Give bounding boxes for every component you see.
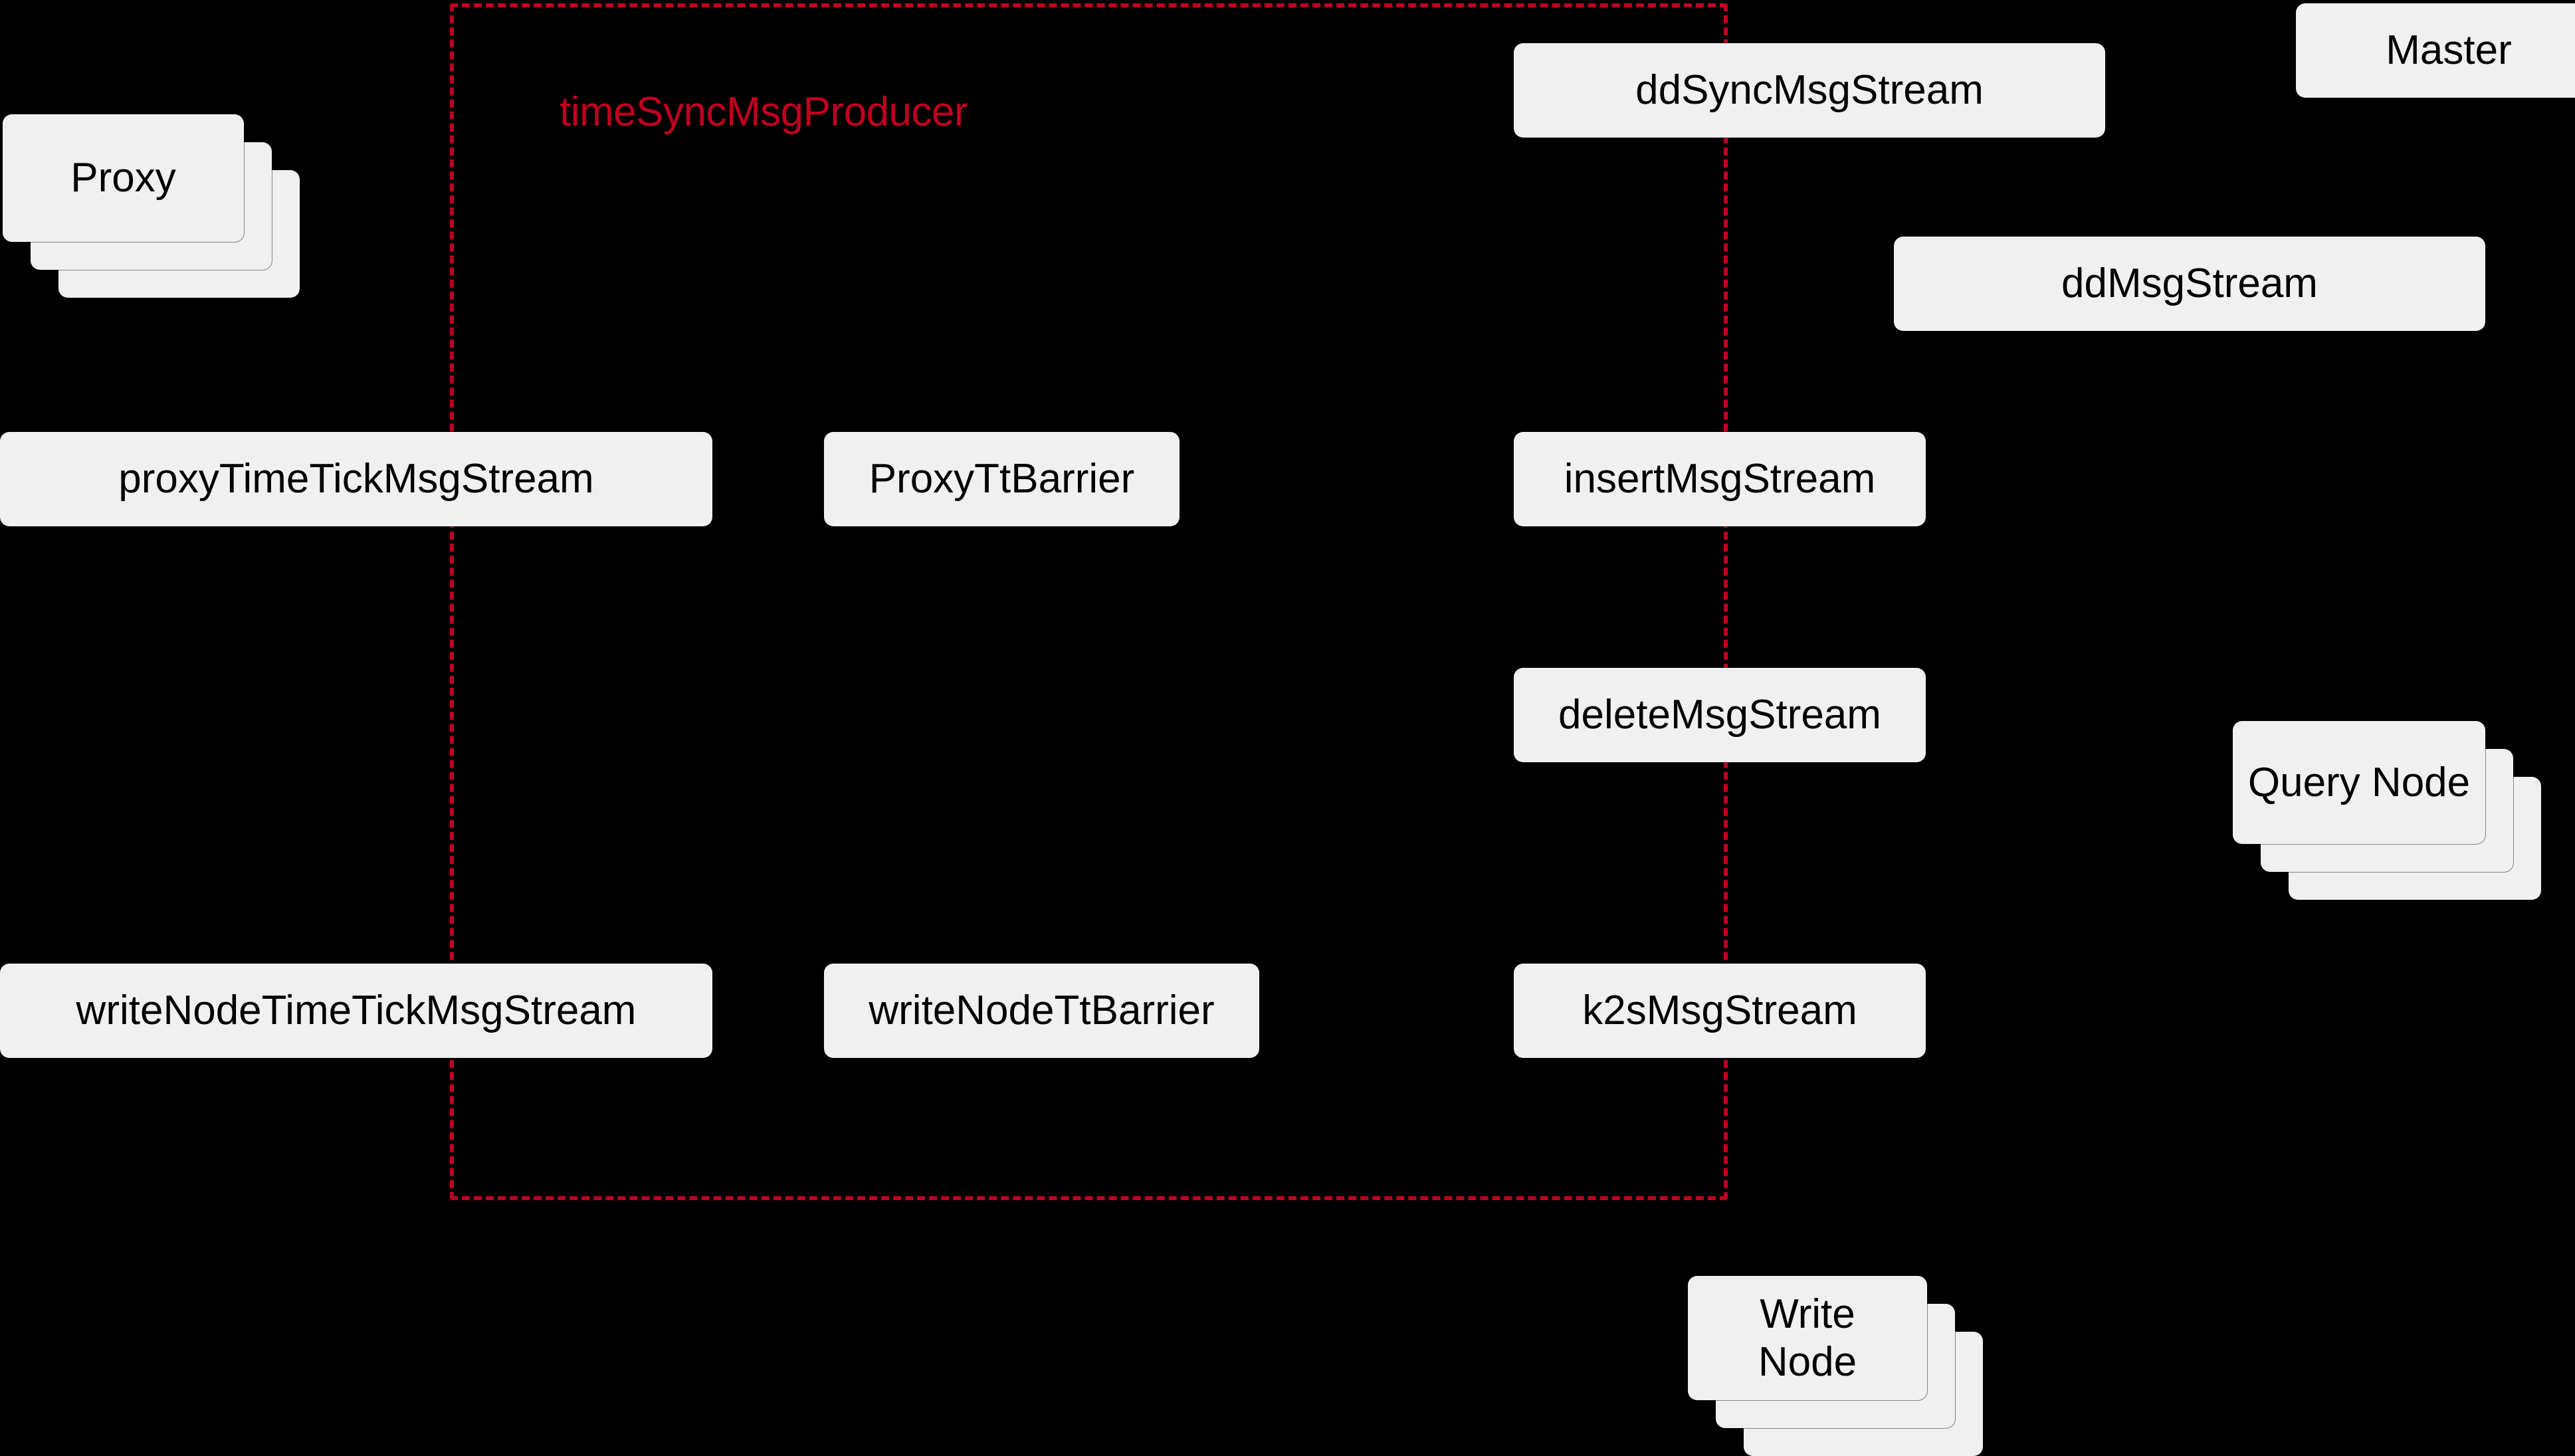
node-query-node[interactable]: Query Node bbox=[2233, 721, 2485, 844]
node-stack-proxy[interactable]: Proxy bbox=[3, 114, 300, 298]
node-delete-msg-stream[interactable]: deleteMsgStream bbox=[1514, 668, 1926, 762]
node-k2s-msg-stream[interactable]: k2sMsgStream bbox=[1514, 964, 1926, 1058]
node-stack-write-node[interactable]: Write Node bbox=[1688, 1276, 1983, 1456]
node-proxy-time-tick-msg-stream[interactable]: proxyTimeTickMsgStream bbox=[0, 432, 712, 526]
node-write-node-tt-barrier[interactable]: writeNodeTtBarrier bbox=[824, 964, 1259, 1058]
node-write-node-time-tick-msg-stream[interactable]: writeNodeTimeTickMsgStream bbox=[0, 964, 712, 1058]
node-write-node[interactable]: Write Node bbox=[1688, 1276, 1927, 1400]
node-proxy-tt-barrier[interactable]: ProxyTtBarrier bbox=[824, 432, 1180, 526]
node-stack-query-node[interactable]: Query Node bbox=[2233, 721, 2541, 900]
node-dd-msg-stream[interactable]: ddMsgStream bbox=[1894, 237, 2485, 331]
time-sync-msg-producer-group bbox=[450, 3, 1728, 1200]
node-insert-msg-stream[interactable]: insertMsgStream bbox=[1514, 432, 1926, 526]
node-master[interactable]: Master bbox=[2296, 3, 2575, 98]
node-dd-sync-msg-stream[interactable]: ddSyncMsgStream bbox=[1514, 43, 2105, 138]
node-proxy[interactable]: Proxy bbox=[3, 114, 244, 242]
time-sync-msg-producer-label: timeSyncMsgProducer bbox=[560, 89, 968, 135]
